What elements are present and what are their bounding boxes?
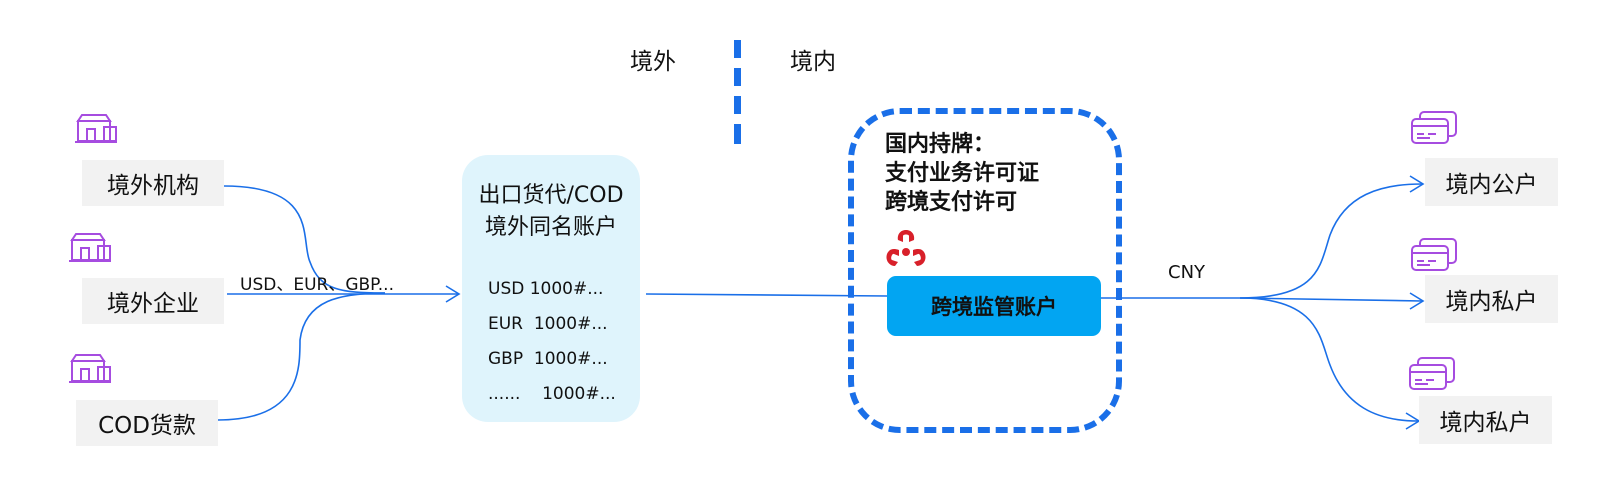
- dest-domestic-private: 境内私户: [1419, 396, 1552, 444]
- currency-code: ......: [488, 384, 521, 404]
- currency-code: USD: [488, 279, 525, 299]
- currency-row: GBP 1000#...: [488, 349, 608, 369]
- agent-title-line2: 境外同名账户: [484, 215, 617, 240]
- arrowhead-dest-1: [1409, 175, 1425, 193]
- license-line1: 国内持牌：: [885, 132, 996, 157]
- border-divider-segment: [734, 68, 741, 86]
- flow-line-source-3: [217, 292, 386, 421]
- cny-label: CNY: [1168, 262, 1206, 283]
- agent-title-line1: 出口货代/COD: [478, 183, 624, 208]
- license-line2: 支付业务许可证: [885, 161, 1040, 186]
- card-icon: [1411, 238, 1457, 271]
- license-line3: 跨境支付许可: [885, 190, 1018, 215]
- currency-row: EUR 1000#...: [488, 314, 608, 334]
- currency-amount: 1000#...: [542, 384, 616, 404]
- currency-amount: 1000#...: [529, 279, 604, 299]
- storefront-icon: [69, 233, 111, 262]
- source-overseas-institution: 境外机构: [82, 160, 224, 206]
- bank-logo-icon: [886, 230, 926, 266]
- flow-line-dest-2: [1239, 297, 1423, 302]
- arrowhead-agent: [445, 285, 461, 303]
- source-cod-payment: COD货款: [76, 400, 218, 446]
- currency-row: ...... 1000#...: [488, 384, 616, 404]
- card-icon: [1411, 111, 1457, 144]
- currency-code: GBP: [488, 349, 524, 369]
- border-divider-segment: [734, 96, 741, 114]
- agent-account-box: 出口货代/COD 境外同名账户: [462, 155, 640, 422]
- card-icon: [1409, 357, 1455, 390]
- currency-amount: 1000#...: [533, 314, 608, 334]
- flow-line-source-1: [223, 185, 386, 294]
- currency-amount: 1000#...: [533, 349, 608, 369]
- flow-line-dest-3: [1239, 297, 1419, 422]
- currency-code: EUR: [488, 314, 523, 334]
- licensed-institution-box: [848, 108, 1122, 433]
- storefront-icon: [69, 354, 111, 383]
- border-divider-segment: [734, 40, 741, 58]
- arrowhead-dest-2: [1409, 292, 1425, 310]
- storefront-icon: [75, 114, 117, 143]
- dest-domestic-corporate: 境内公户: [1425, 158, 1558, 206]
- flow-line-dest-1: [1239, 183, 1423, 299]
- dest-domestic-private: 境内私户: [1425, 275, 1558, 323]
- flow-line-agent-to-supervision: [645, 293, 888, 297]
- supervision-account: 跨境监管账户: [887, 276, 1101, 336]
- source-overseas-enterprise: 境外企业: [82, 278, 224, 324]
- currency-row: USD 1000#...: [488, 279, 603, 299]
- currency-flow-label: USD、EUR、GBP...: [240, 275, 394, 295]
- region-overseas-label: 境外: [630, 49, 676, 75]
- border-divider-segment: [734, 124, 741, 144]
- region-domestic-label: 境内: [790, 49, 836, 75]
